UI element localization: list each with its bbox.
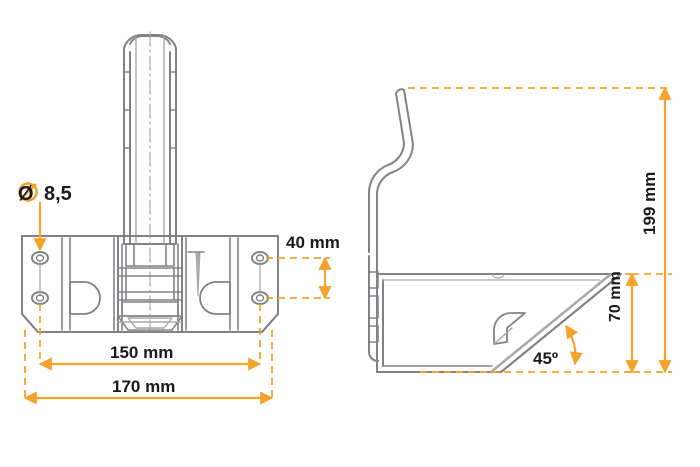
outer-width-value: 170 mm (112, 377, 175, 396)
front-view-right-holes (251, 251, 269, 305)
front-view-right-cutout (199, 281, 231, 315)
front-view-threaded-boss (117, 243, 183, 331)
front-view (21, 31, 279, 333)
front-view-left-cutout (69, 281, 101, 315)
hole-spacing-value: 40 mm (286, 233, 340, 252)
hole-diameter-callout: 8,5 Ø (18, 182, 72, 252)
front-view-column (123, 33, 177, 245)
front-view-left-holes (31, 251, 49, 305)
side-view-body (376, 272, 622, 374)
side-view (367, 88, 622, 374)
inner-width-dimension: 150 mm (38, 304, 262, 371)
lower-height-dimension: 70 mm (607, 271, 639, 374)
hole-diameter-value: 8,5 (44, 183, 72, 205)
inner-width-value: 150 mm (110, 343, 173, 362)
bevel-angle-value: 45º (533, 349, 558, 368)
side-view-cutout (493, 312, 526, 345)
outer-width-dimension: 170 mm (23, 330, 274, 405)
hole-spacing-dimension: 40 mm (266, 233, 340, 300)
front-view-bracket-plate (21, 235, 279, 333)
diameter-symbol-label (17, 181, 41, 205)
lower-height-value: 70 mm (607, 271, 624, 322)
hole-diameter-symbol: Ø (18, 183, 34, 205)
front-view-rib (195, 251, 201, 297)
total-height-value: 199 mm (640, 172, 659, 235)
side-view-hook (367, 88, 414, 257)
bevel-angle-dimension: 45º (533, 324, 584, 368)
